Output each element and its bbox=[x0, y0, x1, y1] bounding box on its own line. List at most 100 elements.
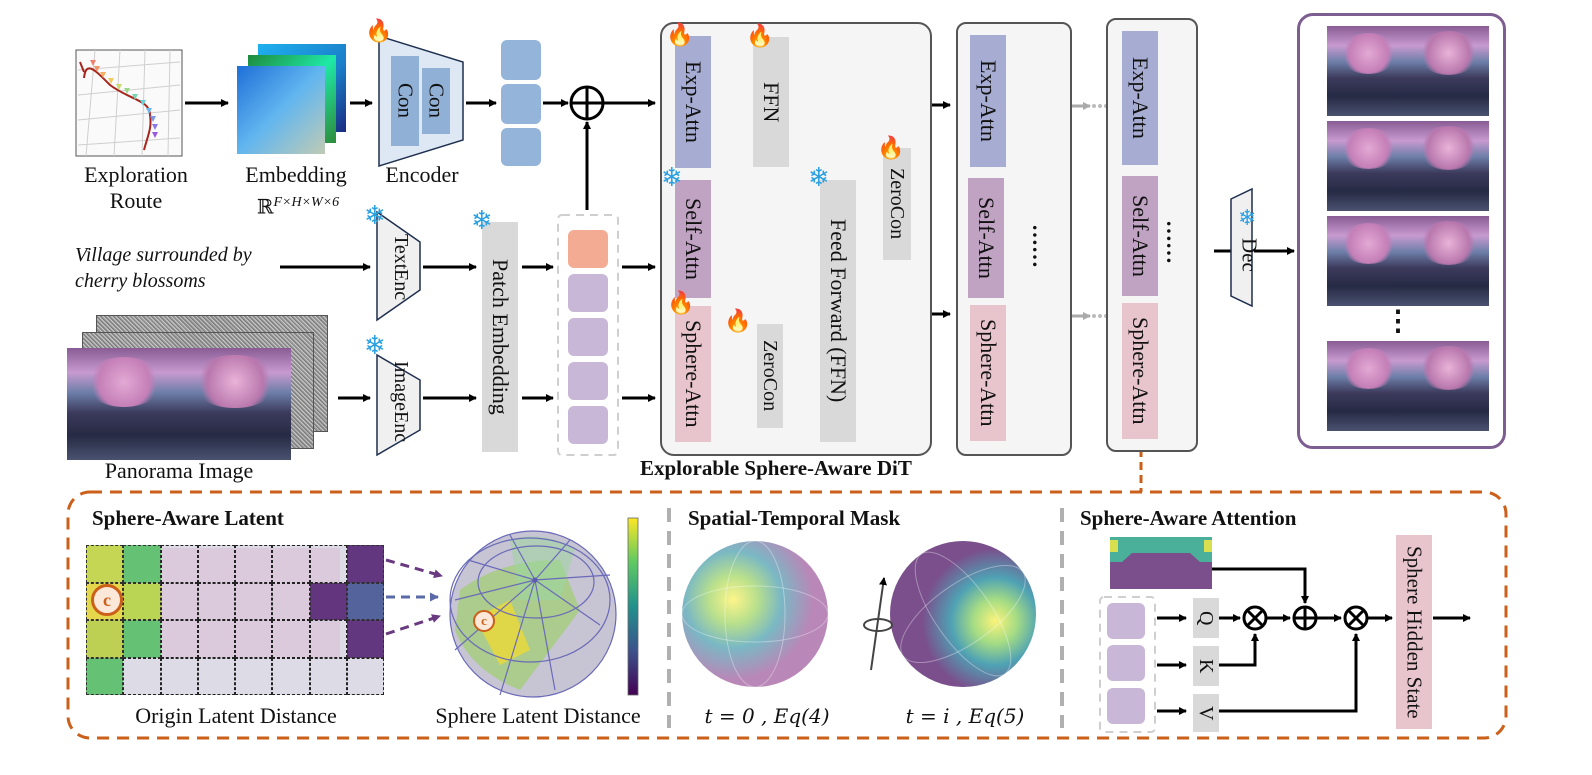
image-token bbox=[568, 274, 608, 312]
sphere-attn-block: Sphere-Attn bbox=[970, 305, 1006, 441]
latent-grid-cell bbox=[123, 657, 161, 695]
latent-grid-cell bbox=[346, 657, 384, 695]
dit-title: Explorable Sphere-Aware DiT bbox=[640, 456, 912, 480]
spatial-temporal-mask-title: Spatial-Temporal Mask bbox=[688, 506, 901, 530]
latent-grid-cell bbox=[309, 545, 347, 583]
fire-icon: 🔥 bbox=[724, 308, 752, 333]
query-block: Q bbox=[1193, 598, 1219, 638]
latent-grid-cell bbox=[197, 545, 235, 583]
sphere-latent bbox=[449, 530, 617, 698]
latent-grid-cell bbox=[160, 545, 198, 583]
fire-icon: 🔥 bbox=[877, 135, 905, 160]
self-attn-block: Self-Attn bbox=[968, 178, 1004, 298]
exploration-label-line2: Route bbox=[109, 188, 163, 213]
embedding-label: Embedding bbox=[245, 162, 347, 187]
output-frame bbox=[1327, 341, 1489, 431]
snowflake-icon: ❄ bbox=[471, 206, 493, 236]
add-operator bbox=[1292, 605, 1318, 631]
latent-grid-cell bbox=[86, 545, 124, 583]
text-enc-word2: Enc bbox=[390, 269, 412, 301]
latent-grid-cell bbox=[309, 657, 347, 695]
latent-grid-cell bbox=[272, 545, 310, 583]
latent-grid-cell bbox=[346, 582, 384, 620]
latent-grid-cell bbox=[86, 620, 124, 658]
mask-sphere-ti bbox=[890, 541, 1036, 687]
exploration-label-line1: Exploration bbox=[84, 162, 188, 187]
latent-grid-cell bbox=[197, 582, 235, 620]
output-frame bbox=[1327, 216, 1489, 306]
latent-grid-cell bbox=[235, 620, 273, 658]
fire-icon: 🔥 bbox=[666, 22, 694, 47]
encoder-token bbox=[501, 84, 541, 124]
embedding-stack bbox=[237, 44, 346, 154]
prompt-line1: Village surrounded by bbox=[75, 244, 252, 266]
fire-icon: 🔥 bbox=[667, 290, 695, 315]
exp-attn-block: Exp-Attn bbox=[1122, 31, 1158, 165]
image-encoder-shape bbox=[376, 353, 421, 457]
multiply-operator bbox=[1343, 605, 1369, 631]
attention-mask-thumbnail bbox=[1110, 537, 1212, 589]
panorama-image bbox=[67, 348, 291, 460]
sphere-latent-caption: Sphere Latent Distance bbox=[435, 703, 641, 728]
latent-grid-cell bbox=[235, 657, 273, 695]
snowflake-icon: ❄ bbox=[364, 331, 386, 361]
layer-ellipsis: …… bbox=[1162, 220, 1187, 264]
output-frames-panel bbox=[1297, 13, 1506, 449]
snowflake-icon: ❄ bbox=[1238, 206, 1257, 231]
exp-attn-block: Exp-Attn bbox=[675, 36, 711, 168]
text-enc-word1: Text bbox=[390, 233, 412, 270]
attn-token-group-outline bbox=[1099, 596, 1156, 733]
latent-grid-cell bbox=[160, 620, 198, 658]
latent-grid-cells bbox=[86, 545, 384, 695]
latent-grid-cell bbox=[272, 582, 310, 620]
exp-attn-block: Exp-Attn bbox=[970, 35, 1006, 167]
encoder-token bbox=[501, 40, 541, 80]
latent-grid-cell bbox=[197, 620, 235, 658]
fire-icon: 🔥 bbox=[746, 23, 774, 48]
mask-caption-ti: t = i , Eq(5) bbox=[905, 704, 1025, 728]
latent-grid-cell bbox=[272, 620, 310, 658]
decoder-label: Dec bbox=[1237, 238, 1262, 272]
output-frame bbox=[1327, 121, 1489, 211]
snowflake-icon: ❄ bbox=[808, 163, 830, 193]
decoder-shape bbox=[1230, 187, 1253, 308]
latent-grid-cell bbox=[160, 582, 198, 620]
prompt-text: Village surrounded by cherry blossoms bbox=[75, 242, 252, 294]
patch-embedding-block: Patch Embedding bbox=[482, 222, 518, 452]
image-token bbox=[568, 362, 608, 400]
key-block: K bbox=[1193, 646, 1219, 686]
panorama-label: Panorama Image bbox=[104, 458, 254, 483]
center-marker-grid: c bbox=[91, 584, 123, 616]
latent-grid-cell bbox=[160, 657, 198, 695]
layer-ellipsis: …… bbox=[1028, 224, 1053, 268]
latent-grid-cell bbox=[123, 582, 161, 620]
sphere-hidden-state-block: Sphere Hidden State bbox=[1396, 535, 1432, 729]
latent-grid-cell bbox=[197, 657, 235, 695]
text-token bbox=[568, 230, 608, 268]
latent-grid-cell bbox=[346, 545, 384, 583]
image-token bbox=[568, 406, 608, 444]
encoder-label: Encoder bbox=[385, 162, 459, 187]
self-attn-block: Self-Attn bbox=[1122, 176, 1158, 296]
mask-sphere-t0 bbox=[682, 541, 828, 687]
frames-ellipsis: ⋮ bbox=[1384, 306, 1412, 337]
latent-grid-cell bbox=[235, 582, 273, 620]
multiply-operator bbox=[1242, 605, 1268, 631]
exploration-route-plot bbox=[75, 49, 183, 157]
mask-caption-t0: t = 0 , Eq(4) bbox=[704, 704, 830, 728]
text-encoder-shape bbox=[376, 210, 421, 322]
encoder-token bbox=[501, 128, 541, 166]
exploration-route-label: Exploration Route bbox=[66, 162, 206, 214]
latent-grid-cell bbox=[272, 657, 310, 695]
value-block: V bbox=[1193, 694, 1219, 732]
snowflake-icon: ❄ bbox=[364, 201, 386, 231]
rotation-axis-icon bbox=[863, 577, 893, 671]
latent-grid-cell bbox=[346, 620, 384, 658]
zerocon-low-block: ZeroCon bbox=[757, 324, 783, 428]
zerocon-high-block: ZeroCon bbox=[883, 148, 911, 260]
detail-panel-outline bbox=[66, 490, 1508, 740]
fire-icon: 🔥 bbox=[365, 18, 393, 43]
